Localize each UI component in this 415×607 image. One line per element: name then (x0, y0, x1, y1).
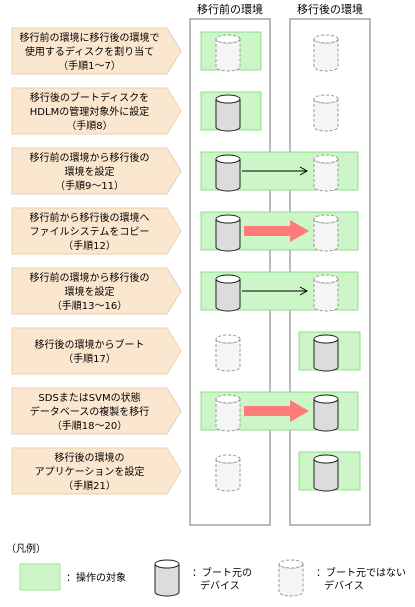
step-box (11, 87, 182, 135)
legend: （凡例） ：操作の対象 ：ブート元の デバイス ：ブート元ではない デバイス (6, 542, 406, 597)
step-text-line: ファイルシステムをコピー (30, 226, 150, 238)
step-text-line: （手順8） (66, 119, 112, 132)
non-boot-disk-icon (215, 394, 241, 432)
step-text-line: 移行前から移行後の環境へ (30, 211, 150, 224)
setting-arrowhead (299, 286, 309, 296)
step-text-line: （手順21） (63, 479, 116, 492)
legend-disk-solid-shape (154, 559, 180, 597)
boot-source-disk-icon (215, 94, 241, 132)
legend-title: （凡例） (6, 542, 46, 555)
step-text-line: 移行後の環境の (55, 451, 125, 464)
boot-source-disk-icon (215, 214, 241, 252)
step-text-line: SDSまたはSVMの状態 (38, 391, 140, 404)
legend-not-boot-source-disk-icon (278, 559, 304, 597)
step-box (11, 327, 182, 375)
non-boot-disk-icon (313, 34, 339, 72)
boot-source-disk-icon (313, 334, 339, 372)
copy-arrow (244, 220, 309, 242)
non-boot-disk-icon (313, 214, 339, 252)
step-box (11, 387, 182, 435)
step-text-line: （手順1～7） (58, 59, 121, 72)
legend-boot-source-label-line2: デバイス (200, 579, 240, 592)
step-text-line: 移行後のブートディスクを (30, 91, 149, 104)
non-boot-disk-icon (313, 154, 339, 192)
non-boot-disk-icon (313, 274, 339, 312)
legend-operation-target-swatch (19, 563, 61, 591)
step-text-line: （手順9～11） (55, 179, 124, 192)
step-box (11, 27, 182, 75)
column-header-after: 移行後の環境 (297, 2, 363, 16)
step-text-line: 移行後の環境からブート (35, 338, 145, 351)
step-text-line: 環境を設定 (65, 165, 115, 178)
step-box (11, 447, 182, 495)
legend-boot-source-label-line1: ：ブート元の (192, 566, 252, 579)
non-boot-disk-icon (215, 34, 241, 72)
step-text-line: アプリケーションを設定 (35, 465, 145, 478)
step-text-line: （手順17） (63, 352, 116, 365)
step-6: 移行後の環境からブート（手順17） (11, 327, 361, 375)
step-box (11, 267, 182, 315)
boot-source-disk-icon (313, 394, 339, 432)
legend-not-boot-source-label-line1: ：ブート元ではない (316, 566, 406, 579)
boot-source-disk-icon (215, 274, 241, 312)
column-header-before: 移行前の環境 (197, 2, 263, 16)
legend-boot-source-disk-icon (154, 559, 180, 597)
step-box (11, 207, 182, 255)
boot-source-disk-icon (313, 454, 339, 492)
step-text-line: 使用するディスクを割り当て (25, 45, 154, 58)
setting-arrowhead (299, 166, 309, 176)
step-box (11, 147, 182, 195)
copy-arrow (244, 400, 309, 422)
step-text-line: HDLMの管理対象外に設定 (30, 105, 149, 118)
non-boot-disk-icon (215, 334, 241, 372)
legend-disk-dashed-shape (278, 559, 304, 597)
non-boot-disk-icon (215, 454, 241, 492)
boot-source-disk-icon (215, 154, 241, 192)
legend-operation-target-label: ：操作の対象 (66, 571, 126, 584)
step-text-line: 移行前の環境から移行後の (30, 151, 150, 164)
step-text-line: 環境を設定 (65, 285, 115, 298)
legend-not-boot-source-label-line2: デバイス (324, 579, 364, 592)
non-boot-disk-icon (313, 94, 339, 132)
step-text-line: 移行前の環境から移行後の (30, 271, 150, 284)
step-text-line: （手順12） (63, 239, 116, 252)
step-text-line: （手順18～20） (52, 419, 127, 432)
step-text-line: （手順13～16） (52, 299, 127, 312)
step-text-line: データベースの複製を移行 (30, 405, 150, 418)
step-text-line: 移行前の環境に移行後の環境で (20, 31, 160, 44)
